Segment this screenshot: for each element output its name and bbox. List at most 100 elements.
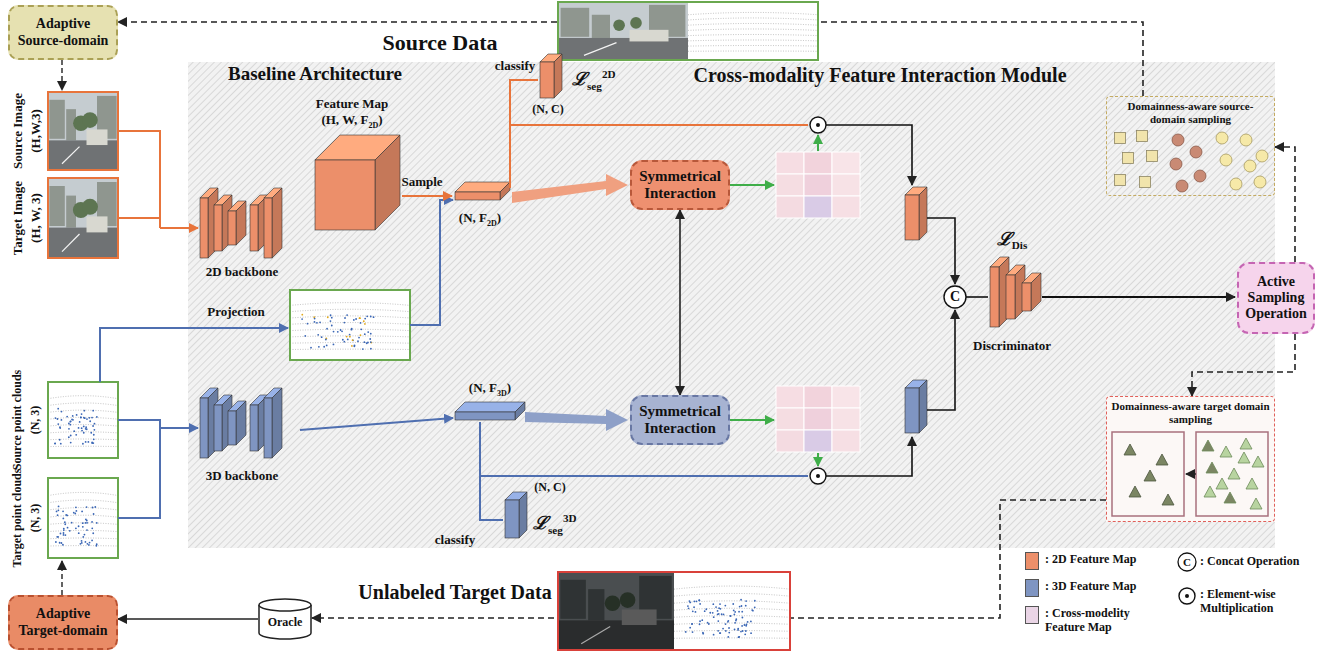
legend-swatch	[1025, 579, 1039, 597]
cloud-point	[719, 632, 721, 634]
cloud-point	[79, 421, 81, 423]
scan-line	[48, 439, 118, 441]
matrix-cell	[832, 152, 860, 174]
label-text: (N, 3)	[28, 406, 42, 435]
photo-sky	[558, 572, 674, 650]
cloud-point	[351, 329, 353, 331]
cloud-point	[719, 603, 721, 605]
connector	[118, 618, 258, 620]
domain-box: Adaptive Target-domain	[8, 595, 118, 650]
cloud-point	[741, 605, 743, 607]
cloud-point	[363, 320, 365, 322]
scan-line	[688, 39, 818, 41]
cloud-point	[689, 601, 691, 603]
matrix-cell	[804, 196, 832, 218]
cloud-point	[363, 341, 365, 343]
domain-box: Adaptive Source-domain	[8, 5, 118, 60]
wire	[160, 227, 198, 229]
cloud-point	[62, 518, 64, 520]
wire	[480, 476, 503, 520]
wire	[300, 418, 453, 430]
module-region: Baseline ArchitectureCross-modality Feat…	[188, 62, 1275, 548]
legend-text: : 2D Feature Map	[1045, 553, 1155, 567]
label-text: classify	[495, 58, 535, 73]
scan-line	[674, 623, 790, 624]
label: Source Image	[11, 93, 25, 169]
legend-text: : 3D Feature Map	[1045, 580, 1155, 594]
scan-line	[674, 616, 790, 618]
node-label: Domainness-aware target domain sampling	[1111, 400, 1270, 425]
block-front	[1006, 275, 1015, 319]
thick-arrow	[525, 409, 628, 431]
node-label: Active Sampling Operation	[1243, 274, 1309, 322]
cloud-point	[733, 610, 735, 612]
cloud-point	[92, 410, 94, 412]
cloud-point	[75, 510, 77, 512]
multiply-symbol	[810, 117, 826, 133]
node-label: Adaptive Source-domain	[14, 16, 112, 48]
scan-line	[290, 329, 410, 330]
cloud-point	[364, 323, 366, 325]
cloud-point	[78, 427, 80, 429]
block-front	[455, 412, 515, 420]
source-sample	[1230, 178, 1242, 190]
cloud-point	[370, 342, 372, 344]
cloud-point	[331, 317, 333, 319]
cloud-point	[719, 608, 721, 610]
photo-tree	[82, 199, 98, 215]
cloud-point	[692, 610, 694, 612]
multiply-symbol	[810, 468, 826, 484]
scan-line	[290, 323, 410, 325]
math-index: Dis	[1012, 239, 1028, 251]
cloud-point	[85, 426, 87, 428]
cloud-point	[91, 442, 93, 444]
cloud-point	[63, 534, 65, 536]
block-side	[236, 201, 246, 245]
cloud-point	[734, 622, 736, 624]
cloud-point	[63, 532, 65, 534]
cloud-point	[54, 443, 56, 445]
cloud-point	[75, 506, 77, 508]
cloud-point	[357, 340, 359, 342]
cloud-point	[744, 624, 746, 626]
wire	[510, 124, 808, 126]
cloud-point	[741, 617, 743, 619]
cloud-point	[698, 599, 700, 601]
label-text: classify	[435, 532, 475, 547]
oracle-cylinder: Oracle	[258, 598, 312, 640]
cloud-point	[701, 619, 703, 621]
cloud-point	[349, 336, 351, 338]
scan-line	[688, 12, 818, 14]
cloud-point	[754, 606, 756, 608]
cloud-point	[751, 609, 753, 611]
scan-line	[48, 545, 118, 546]
cloud-point	[747, 621, 749, 623]
cloud-point	[744, 633, 746, 635]
scan-line	[290, 303, 410, 306]
cloud-point	[81, 540, 83, 542]
cloud-point	[88, 544, 90, 546]
cloud-point	[346, 336, 348, 338]
cloud-point	[80, 416, 82, 418]
scan-line	[674, 608, 790, 610]
feature-block	[455, 182, 510, 200]
math-index: 3D	[497, 389, 507, 398]
cloud-point	[695, 611, 697, 613]
cloud-point	[92, 425, 94, 427]
cloud-point	[68, 428, 70, 430]
photo	[558, 2, 688, 60]
cloud-point	[93, 513, 95, 515]
image-frame	[48, 478, 118, 558]
block-side	[236, 401, 246, 445]
cloud-point	[318, 346, 320, 348]
cloud-point	[327, 316, 329, 318]
label: 3D backbone	[206, 469, 279, 483]
cloud-point	[360, 328, 362, 330]
target-sample	[1220, 446, 1232, 457]
photo-building	[560, 580, 586, 619]
cloud-point	[93, 434, 95, 436]
matrix-cell	[776, 152, 804, 174]
cloud-point	[96, 543, 98, 545]
cloud-point	[86, 522, 88, 524]
cloud-point	[91, 417, 93, 419]
